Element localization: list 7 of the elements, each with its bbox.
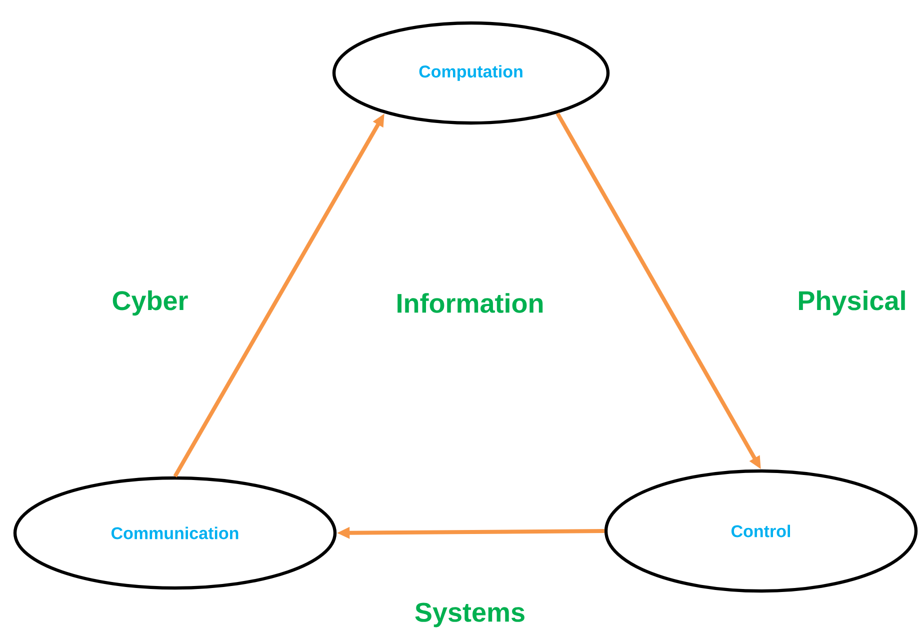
ellipse-node: Communication (13, 476, 337, 590)
word-label: Information (398, 293, 543, 313)
ellipse-node: Control (604, 469, 918, 593)
word-label: Systems (415, 602, 524, 628)
word-label: Cyber (112, 290, 188, 316)
ellipse-node: Computation (332, 21, 610, 125)
word-label: Physical (799, 290, 905, 316)
